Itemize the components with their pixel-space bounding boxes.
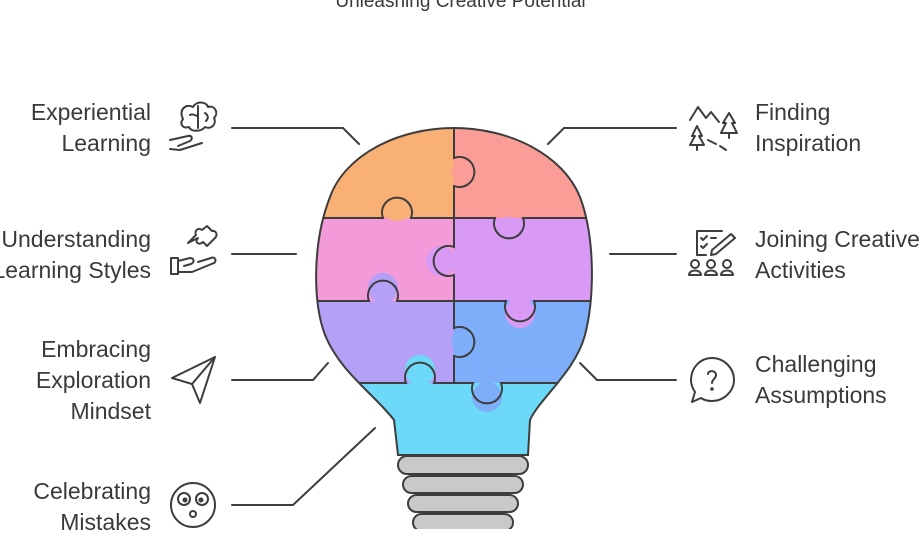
diagram-title: Unleashing Creative Potential	[335, 0, 586, 12]
bulb-base	[397, 455, 529, 529]
label-joining-creative-activities: Joining Creative Activities	[755, 226, 920, 283]
label-experiential-learning: Experiential Learning	[30, 99, 151, 156]
connector-lines	[231, 127, 677, 506]
connector-experiential	[231, 127, 360, 145]
connector-celebrating	[231, 427, 376, 506]
piece-orange	[316, 128, 454, 218]
label-embracing-exploration-mindset: Embracing Exploration Mindset	[35, 336, 151, 424]
connector-embracing	[231, 362, 329, 381]
surprised-face-icon	[170, 482, 216, 528]
connector-finding	[547, 127, 677, 145]
piece-violet	[454, 218, 592, 301]
paper-plane-icon	[171, 356, 216, 404]
label-understanding-learning-styles: Understanding Learning Styles	[0, 226, 151, 283]
tab-cyan-up	[405, 355, 435, 385]
connector-challenging	[579, 362, 677, 381]
puzzle-seams	[316, 128, 592, 405]
question-bubble-icon	[690, 357, 735, 403]
group-checklist-icon	[688, 230, 736, 276]
tab-blue-left	[452, 327, 482, 357]
label-challenging-assumptions: Challenging Assumptions	[755, 351, 887, 408]
label-finding-inspiration: Finding Inspiration	[755, 99, 862, 156]
tab-violet-left	[426, 246, 456, 276]
mountain-trees-icon	[689, 106, 738, 151]
piece-cyan	[316, 383, 592, 455]
tab-purple-up	[368, 273, 398, 303]
brain-hand-icon	[169, 101, 218, 151]
puzzle-hand-icon	[170, 225, 218, 275]
bulb-pieces	[316, 128, 592, 455]
tab-blue-down	[472, 382, 502, 412]
tab-violet-down	[505, 298, 535, 328]
tab-orange-down	[382, 191, 412, 221]
tab-red-left	[452, 157, 482, 187]
tab-violet-up	[494, 217, 524, 247]
bulb-outline	[315, 126, 593, 456]
